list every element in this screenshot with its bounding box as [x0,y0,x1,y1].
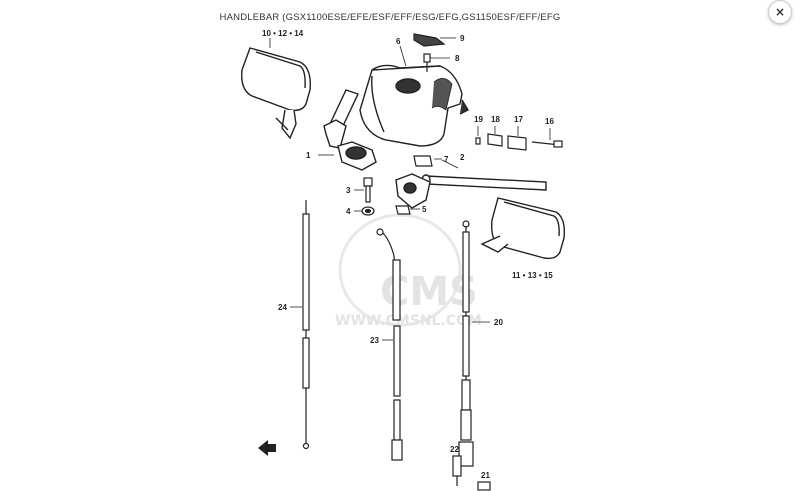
handlebar-left [323,89,377,171]
washer-4 [361,206,375,216]
callout-7: 7 [444,155,449,164]
callout-8: 8 [455,54,460,63]
front-arrow-icon [258,440,276,456]
callout-4: 4 [346,207,351,216]
callout-23: 23 [370,336,379,345]
callout-6: 6 [396,37,401,46]
callout-1: 1 [306,151,311,160]
callout-10-12-14: 10 • 12 • 14 [262,29,304,38]
callout-21: 21 [481,471,490,480]
watermark: CMS WWW.CMSNL.COM [335,213,482,329]
callout-3: 3 [346,186,351,195]
left-mirror [241,47,311,140]
cover-cap [413,33,446,47]
diagram-title: HANDLEBAR (GSX1100ESE/EFE/ESF/EFF/ESG/EF… [219,12,561,23]
part-21 [477,481,491,491]
leader-lines [269,37,551,341]
cable-23 [376,228,403,461]
callout-17: 17 [514,115,523,124]
handlebar-clamp [395,173,431,209]
callout-9: 9 [460,34,465,43]
callout-5: 5 [422,205,427,214]
close-button[interactable]: × [768,0,792,24]
callout-18: 18 [491,115,500,124]
part-22 [452,455,462,486]
callout-22: 22 [450,445,459,454]
right-mirror [480,197,566,260]
callout-24: 24 [278,303,287,312]
bolt-3 [363,177,373,203]
balancer-parts [475,133,563,151]
nut-5 [395,205,411,215]
handlebar-cover [359,64,469,147]
callout-16: 16 [545,117,554,126]
watermark-url: WWW.CMSNL.COM [335,313,482,329]
cable-20 [458,220,474,467]
nut-7 [413,155,433,167]
callout-20: 20 [494,318,503,327]
callouts: 10 • 12 • 14 1 2 3 4 5 6 7 8 9 11 • 13 •… [262,29,554,480]
close-icon: × [774,5,786,19]
cable-24 [302,200,310,450]
callout-11-13-15: 11 • 13 • 15 [512,271,553,280]
callout-2: 2 [460,153,465,162]
callout-19: 19 [474,115,483,124]
handlebar-pipe [421,174,547,191]
